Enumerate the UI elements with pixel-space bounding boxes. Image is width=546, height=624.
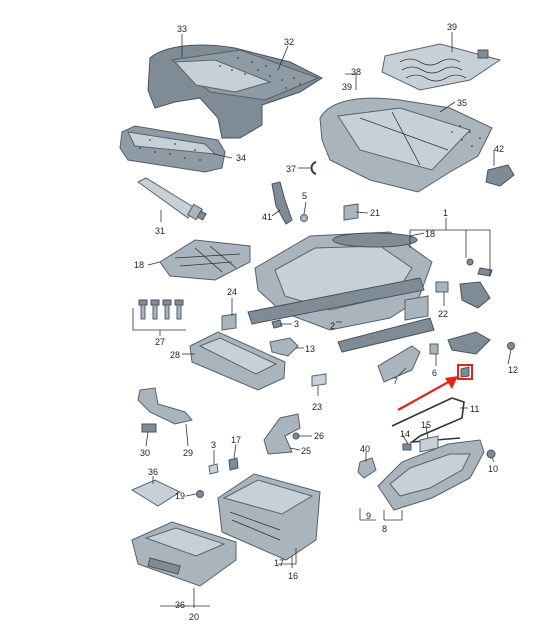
callout-39-top: 39	[447, 22, 457, 32]
callout-14: 14	[400, 429, 410, 439]
heating-mat	[381, 43, 502, 91]
callout-36-upper: 36	[148, 467, 158, 477]
highlighted-part	[457, 364, 473, 380]
screw-10	[486, 449, 496, 459]
callout-2: 2	[330, 321, 335, 331]
callout-18-left: 18	[134, 260, 144, 270]
clip-17	[228, 457, 239, 471]
callout-labels: 33 32 39 38 39 35 34 42 37 31 41 5 21 1 …	[134, 22, 518, 622]
wire-hook	[310, 161, 317, 175]
seat-wire-mat	[159, 239, 251, 281]
callout-38: 38	[351, 67, 361, 77]
callout-21: 21	[370, 208, 380, 218]
storage-box-frame	[217, 473, 321, 561]
callout-25: 25	[301, 446, 311, 456]
callout-17-lower: 17	[274, 558, 284, 568]
callout-6: 6	[432, 368, 437, 378]
seat-cushion-foam	[147, 44, 324, 139]
support-bracket	[263, 413, 301, 455]
bracket-22	[447, 331, 491, 355]
callout-8: 8	[382, 524, 387, 534]
adjust-lever	[271, 181, 308, 225]
callout-18-right: 18	[425, 229, 435, 239]
screw-19	[196, 490, 204, 498]
callout-35: 35	[457, 98, 467, 108]
callout-7: 7	[393, 376, 398, 386]
red-indicator-arrow	[397, 376, 458, 411]
leader-lines	[132, 32, 512, 608]
callout-34: 34	[236, 153, 246, 163]
callout-32: 32	[284, 37, 294, 47]
callout-11: 11	[470, 404, 479, 414]
callout-12: 12	[508, 365, 518, 375]
module-carrier	[189, 331, 286, 391]
screw-set	[138, 299, 184, 320]
callout-26: 26	[314, 431, 324, 441]
clip-6	[429, 343, 439, 355]
callout-1: 1	[443, 208, 448, 218]
callout-17-upper: 17	[231, 435, 241, 445]
callout-15: 15	[421, 420, 431, 430]
nut-3	[271, 319, 283, 329]
small-bracket	[343, 203, 359, 221]
seat-cover	[319, 97, 493, 193]
callout-23: 23	[312, 402, 322, 412]
callout-16: 16	[288, 571, 298, 581]
callout-24: 24	[227, 287, 237, 297]
callout-31: 31	[155, 226, 165, 236]
cover-clip	[485, 164, 515, 187]
screw-12	[507, 342, 515, 350]
adhesive-tube	[137, 177, 207, 221]
callout-28: 28	[170, 350, 180, 360]
mat-36	[130, 479, 182, 507]
callout-19: 19	[175, 491, 185, 501]
side-trim	[137, 387, 193, 433]
callout-30: 30	[140, 448, 150, 458]
switch-group	[357, 435, 439, 479]
seat-frame	[247, 231, 435, 353]
callout-42: 42	[494, 144, 504, 154]
callout-29: 29	[183, 448, 193, 458]
callout-10: 10	[488, 464, 498, 474]
callout-3-lower: 3	[211, 440, 216, 450]
seat-height-adjuster	[435, 258, 493, 309]
thigh-support-cushion	[119, 125, 226, 173]
callout-36-lower: 36	[175, 600, 185, 610]
callout-41: 41	[262, 212, 272, 222]
callout-27: 27	[155, 337, 165, 347]
callout-3: 3	[294, 319, 299, 329]
clip-3b	[208, 463, 219, 475]
callout-20: 20	[189, 612, 199, 622]
trim-panel-7	[377, 345, 421, 383]
callout-22: 22	[438, 309, 448, 319]
trim-frame-11	[391, 397, 465, 444]
clip-23	[311, 373, 327, 387]
storage-drawer	[131, 521, 237, 587]
seat-side-panel	[377, 439, 485, 511]
callout-40: 40	[360, 444, 370, 454]
callout-39: 39	[342, 82, 352, 92]
callout-37: 37	[286, 164, 296, 174]
clip-24	[221, 313, 237, 331]
trim-13	[269, 337, 299, 357]
callout-5: 5	[302, 191, 307, 201]
callout-13: 13	[305, 344, 315, 354]
callout-33: 33	[177, 24, 187, 34]
callout-9: 9	[366, 511, 371, 521]
